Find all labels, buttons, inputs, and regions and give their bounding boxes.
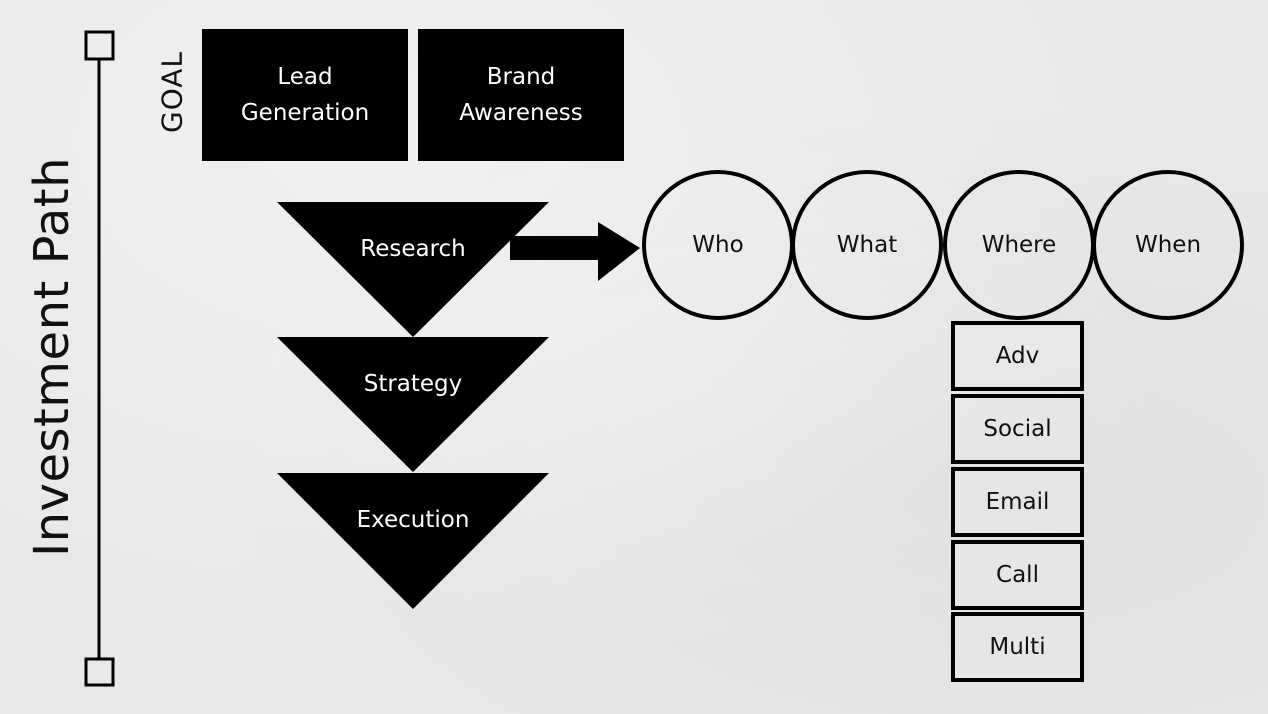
question-circle-what <box>791 170 943 320</box>
channel-adv: Adv <box>951 321 1084 391</box>
page-title: Investment Path <box>24 156 80 558</box>
funnel-label-execution: Execution <box>356 507 470 533</box>
goal-box-brand-awareness: Brand Awareness <box>418 29 624 161</box>
funnel-stage-research <box>277 202 549 337</box>
channel-email: Email <box>951 467 1084 537</box>
timeline-end-marker <box>84 657 115 687</box>
timeline-start-marker <box>84 30 115 61</box>
question-label-where: Where <box>981 232 1057 258</box>
question-circle-when <box>1092 170 1244 320</box>
goal-box-line: Awareness <box>459 100 583 126</box>
goal-label: GOAL <box>155 51 189 133</box>
funnel-stage-strategy <box>277 337 549 472</box>
question-label-what: What <box>836 232 898 258</box>
arrow-shaft <box>510 236 600 260</box>
goal-box-lead-generation: Lead Generation <box>202 29 408 161</box>
funnel-stage-execution <box>277 473 549 609</box>
question-label-who: Who <box>692 232 744 258</box>
goal-box-line: Generation <box>240 100 370 126</box>
funnel-label-strategy: Strategy <box>363 371 463 397</box>
goal-box-line: Lead <box>277 64 333 90</box>
funnel-label-research: Research <box>360 236 466 262</box>
channel-social: Social <box>951 394 1084 464</box>
goal-box-line: Brand <box>486 64 556 90</box>
arrow-right-icon <box>598 222 640 281</box>
channel-call: Call <box>951 540 1084 610</box>
question-label-when: When <box>1134 232 1202 258</box>
channel-multi: Multi <box>951 612 1084 682</box>
